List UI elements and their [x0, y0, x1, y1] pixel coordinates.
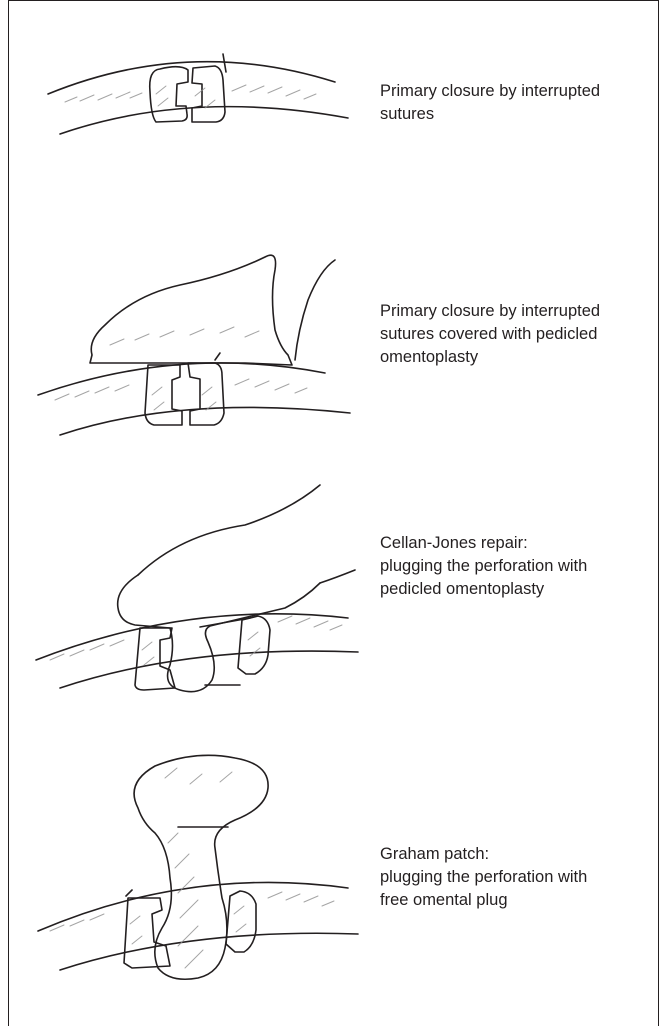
- bowel-wall-upper: [38, 363, 325, 395]
- suture-thread: [223, 54, 226, 72]
- illustration-primary-closure: [30, 44, 375, 144]
- suture-thread: [215, 353, 220, 360]
- sketch-graham-patch: [30, 748, 375, 998]
- caption-primary-closure-omentoplasty: Primary closure by interrupted sutures c…: [380, 300, 650, 369]
- omental-plug: [134, 755, 268, 979]
- sketch-primary-closure: [30, 44, 375, 144]
- suture-right: [226, 891, 256, 952]
- tissue-shading: [50, 768, 334, 968]
- suture-right: [188, 363, 224, 425]
- bowel-wall-upper: [48, 62, 335, 94]
- bowel-wall-upper: [36, 614, 348, 660]
- omentum-pedicle-lower: [320, 570, 355, 583]
- suture-left: [124, 898, 170, 968]
- caption-graham-patch: Graham patch: plugging the perforation w…: [380, 843, 650, 912]
- illustration-graham-patch: [30, 748, 375, 998]
- sketch-primary-closure-omentoplasty: [30, 245, 375, 445]
- omentum-body: [118, 575, 320, 692]
- bowel-wall-lower: [60, 651, 358, 688]
- illustration-primary-closure-omentoplasty: [30, 245, 375, 445]
- illustration-cellan-jones: [30, 480, 375, 705]
- omentum-flap: [90, 255, 292, 365]
- suture-left: [150, 67, 188, 122]
- bowel-wall-upper: [38, 882, 348, 931]
- suture-thread: [126, 890, 132, 896]
- omentum-pedicle-upper: [138, 485, 320, 575]
- bowel-wall-lower: [60, 407, 350, 435]
- caption-cellan-jones: Cellan-Jones repair: plugging the perfor…: [380, 532, 650, 601]
- bowel-wall-lower: [60, 107, 348, 134]
- suture-left: [145, 365, 182, 425]
- omentum-pedicle: [295, 260, 335, 360]
- caption-primary-closure: Primary closure by interrupted sutures: [380, 80, 650, 126]
- sketch-cellan-jones: [30, 480, 375, 705]
- tissue-shading: [65, 85, 316, 108]
- suture-right: [238, 616, 270, 674]
- bowel-wall-lower: [60, 933, 358, 970]
